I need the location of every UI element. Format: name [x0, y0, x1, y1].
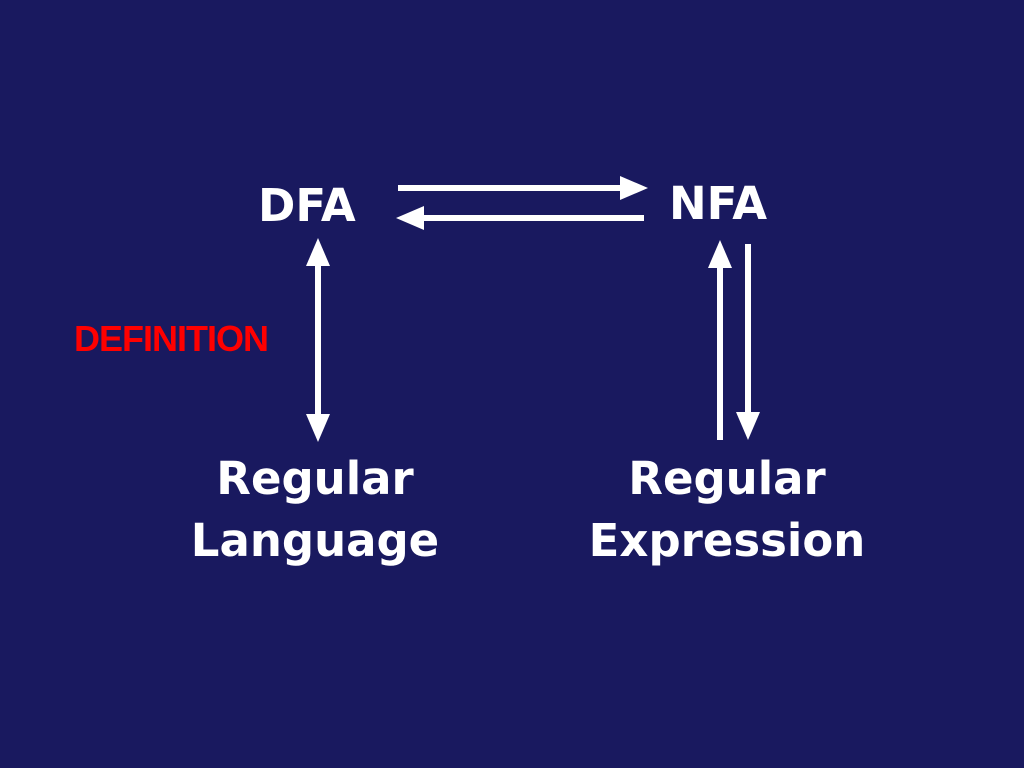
node-regular-expression-line-1: Regular [628, 452, 826, 505]
arrow-dfa-to-nfa [398, 176, 648, 200]
node-regular-expression-line-2: Expression [588, 514, 866, 567]
arrow-dfa-regular-language-bidirectional [306, 238, 330, 442]
node-regular-language-line-1: Regular [216, 452, 414, 505]
arrow-nfa-to-dfa [396, 206, 644, 230]
arrow-nfa-to-regular-expression [736, 244, 760, 440]
arrow-regular-expression-to-nfa [708, 240, 732, 440]
node-regular-language: Regular Language [170, 448, 460, 572]
node-nfa: NFA [669, 177, 768, 230]
edge-label-definition: DEFINITION [74, 318, 269, 359]
node-regular-language-line-2: Language [190, 514, 440, 567]
node-dfa: DFA [258, 179, 356, 232]
node-regular-expression: Regular Expression [562, 448, 892, 572]
